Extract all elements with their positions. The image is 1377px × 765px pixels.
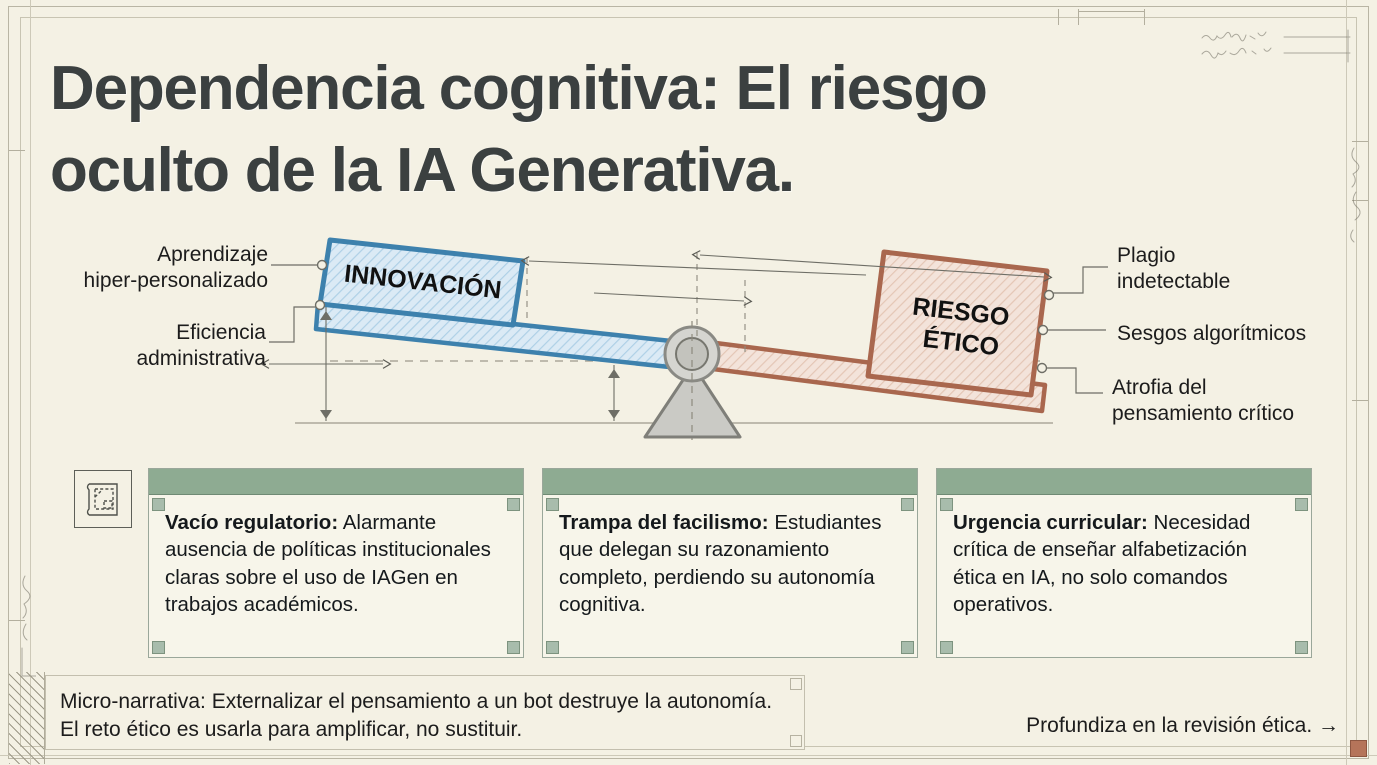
dimension-arrow-2 xyxy=(691,250,1053,282)
card-corner-br xyxy=(901,641,914,654)
card-corner-tr xyxy=(507,498,520,511)
frame-tick-left-b xyxy=(9,620,25,621)
dimension-arrow-3 xyxy=(593,292,753,306)
frame-tick-top-line xyxy=(1078,11,1144,12)
dimension-vertical-center xyxy=(608,365,620,421)
frame-rule-bottom xyxy=(0,755,1377,756)
micro-narrative-panel: Micro-narrativa: Externalizar el pensami… xyxy=(45,675,805,750)
frame-tick-left-a xyxy=(9,150,25,151)
callout-right-3: Atrofia del pensamiento crítico xyxy=(1112,375,1368,426)
card-trampa-del-facilismo[interactable]: Trampa del facilismo: Estudiantes que de… xyxy=(542,468,918,658)
card-text: Estudiantes que delegan su razonamiento … xyxy=(559,511,882,616)
card-corner-tr xyxy=(901,498,914,511)
callout-left-1-line1: Aprendizaje xyxy=(157,243,268,266)
card-corner-br xyxy=(507,641,520,654)
card-heading: Urgencia curricular: xyxy=(953,511,1148,534)
callout-left-1-line2: hiper-personalizado xyxy=(83,268,268,292)
leader-lines-right xyxy=(1036,266,1108,394)
card-corner-bl xyxy=(940,641,953,654)
callout-left-2-line1: Eficiencia xyxy=(176,321,266,344)
callout-right-2: Sesgos algorítmicos xyxy=(1117,321,1369,347)
cards-row: Vacío regulatorio: Alarmante ausencia de… xyxy=(148,468,1312,658)
micro-narrative-text: Micro-narrativa: Externalizar el pensami… xyxy=(60,690,773,742)
card-body: Urgencia curricular: Necesidad crítica d… xyxy=(937,495,1311,628)
card-heading: Trampa del facilismo: xyxy=(559,511,769,534)
card-body: Trampa del facilismo: Estudiantes que de… xyxy=(543,495,917,628)
callout-right-3-line2: pensamiento crítico xyxy=(1112,401,1295,425)
card-vacio-regulatorio[interactable]: Vacío regulatorio: Alarmante ausencia de… xyxy=(148,468,524,658)
card-text: Necesidad crítica de enseñar alfabetizac… xyxy=(953,511,1251,616)
card-corner-tr xyxy=(1295,498,1308,511)
callout-left-2-line2: administrativa xyxy=(136,346,266,370)
card-corner-tl xyxy=(940,498,953,511)
innovation-block: INNOVACIÓN xyxy=(317,237,526,328)
micro-corner-tr xyxy=(790,678,802,690)
page-title-line-1: Dependencia cognitiva: El riesgo xyxy=(50,54,988,123)
footer-hatch-block xyxy=(9,672,45,764)
callout-left-2: Eficiencia administrativa xyxy=(40,320,266,371)
callout-left-1: Aprendizaje hiper-personalizado xyxy=(40,242,268,293)
frame-tick-right-a xyxy=(1352,141,1368,142)
dimension-lines xyxy=(520,250,1053,357)
page-title-line-2: oculto de la IA Generativa. xyxy=(50,136,795,206)
blueprint-icon xyxy=(86,483,118,516)
frame-tick-right-b xyxy=(1352,200,1368,201)
fulcrum xyxy=(643,321,742,440)
callout-right-1-line1: Plagio xyxy=(1117,244,1176,267)
callout-right-1: Plagio indetectable xyxy=(1117,243,1367,294)
page-title: Dependencia cognitiva: El riesgo oculto … xyxy=(50,48,1250,213)
cta-link[interactable]: Profundiza en la revisión ética. → xyxy=(1026,714,1339,737)
card-body: Vacío regulatorio: Alarmante ausencia de… xyxy=(149,495,523,628)
frame-tick-top-c xyxy=(1144,9,1145,25)
card-header-bar xyxy=(149,469,523,495)
card-corner-br xyxy=(1295,641,1308,654)
callout-right-3-line1: Atrofia del xyxy=(1112,376,1207,399)
micro-corner-br xyxy=(790,735,802,747)
dimension-arrow-1 xyxy=(520,256,867,276)
seesaw-svg: RIESGO ÉTICO INNOVACIÓN xyxy=(260,237,1108,440)
card-corner-tl xyxy=(546,498,559,511)
leader-lines-left xyxy=(269,259,328,343)
card-header-bar xyxy=(937,469,1311,495)
card-heading: Vacío regulatorio: xyxy=(165,511,339,534)
callout-right-1-line2: indetectable xyxy=(1117,269,1231,293)
card-corner-bl xyxy=(546,641,559,654)
frame-tick-top-b xyxy=(1078,9,1079,25)
callout-right-2-line1: Sesgos algorítmicos xyxy=(1117,322,1307,345)
card-corner-bl xyxy=(152,641,165,654)
cta-accent-square xyxy=(1350,740,1367,757)
dimension-vertical-left xyxy=(260,307,392,421)
frame-tick-top-a xyxy=(1058,9,1059,25)
card-header-bar xyxy=(543,469,917,495)
card-corner-tl xyxy=(152,498,165,511)
risk-block: RIESGO ÉTICO xyxy=(865,249,1050,398)
card-urgencia-curricular[interactable]: Urgencia curricular: Necesidad crítica d… xyxy=(936,468,1312,658)
blueprint-icon-box xyxy=(74,470,132,528)
card-text: Alarmante ausencia de políticas instituc… xyxy=(165,511,491,616)
seesaw-diagram: RIESGO ÉTICO INNOVACIÓN xyxy=(0,225,1377,455)
